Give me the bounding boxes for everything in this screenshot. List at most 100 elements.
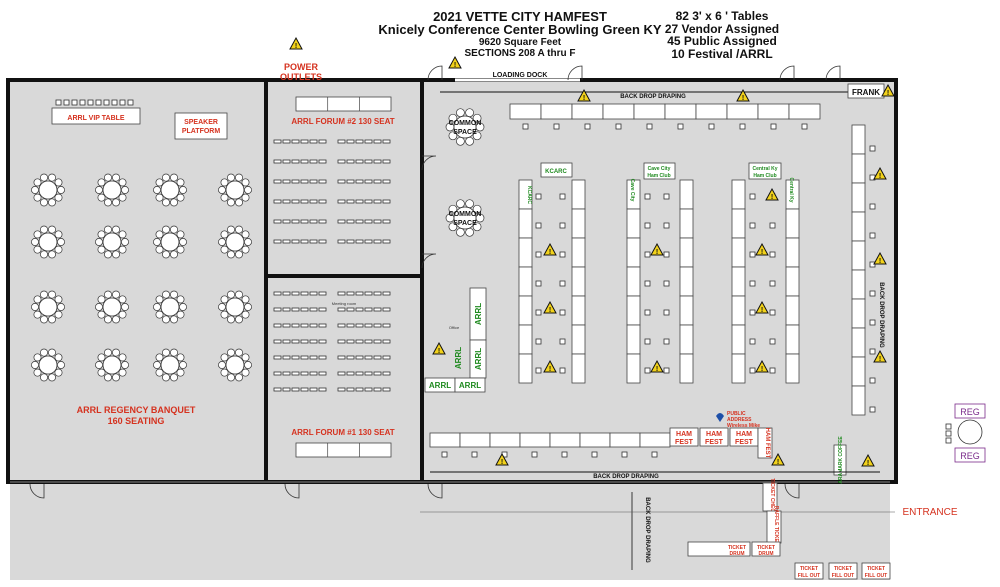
caution-triangle-icon [289,37,303,51]
aisle-column-4 [679,295,694,326]
forum-chair [373,339,382,344]
common-space-label: COMMON [449,120,482,127]
forum-chair [382,159,391,164]
chair [153,186,161,194]
chair [448,131,458,141]
aisle-column-4 [679,237,694,268]
round-table-top [102,297,122,317]
vendor-table-top [695,103,728,120]
forum-chair [382,307,391,312]
chair [40,373,48,382]
chair [31,303,39,311]
chair [179,361,187,369]
chair [472,204,482,214]
forum-chair [291,339,300,344]
chair [33,310,42,319]
chair [220,295,229,304]
forum-chair [300,371,309,376]
forum-chair [282,355,291,360]
round-table [153,173,187,207]
forum-chair [300,323,309,328]
chair [48,315,56,324]
chair [739,123,746,130]
ticket-fill-1: TICKET [834,566,852,572]
chair [663,251,670,258]
speaker-label-2: PLATFORM [182,128,221,135]
chair [615,123,622,130]
forum1-head-table [295,442,392,458]
chair [770,123,777,130]
ham-fest-label-2: FEST [705,439,724,446]
forum-chair [309,387,318,392]
chair [121,361,129,369]
chair [244,238,252,246]
chair [104,315,112,324]
vendor-table-top [602,103,635,120]
power-line-2: OUTLETS [280,72,322,82]
common-space-table [445,108,485,146]
kcarc-column [518,295,533,326]
chair [241,193,250,202]
meeting-room-label: Meeting room [332,301,357,306]
chair [663,367,670,374]
chair [54,178,63,187]
chair [227,225,235,234]
chair [31,186,39,194]
forum-chair [318,239,327,244]
forum-chair [337,239,346,244]
forum2-label: ARRL FORUM #2 130 SEAT [291,117,394,126]
round-table-top [160,297,180,317]
forum-chair [337,139,346,144]
chair [456,136,465,146]
chair [646,123,653,130]
frank-box [847,83,885,99]
chair [40,250,48,259]
chair [118,245,127,254]
chair [227,290,235,299]
chair [118,368,127,377]
forum-chair [337,307,346,312]
forum-chair [382,387,391,392]
chair [945,423,952,430]
forum-chair [309,159,318,164]
forum-chair [291,179,300,184]
forum-chair [282,387,291,392]
forum-chair [337,323,346,328]
chair [57,186,65,194]
arrl-label-4: ARRL [429,381,451,390]
aisle-column-4 [679,266,694,297]
chair [465,136,474,146]
chair [176,193,185,202]
chair [48,198,56,207]
chair [104,173,112,182]
chair [644,251,651,258]
reg-label-1: REG [960,407,980,417]
chair [663,222,670,229]
aisle-column-2 [571,179,586,210]
chair [559,193,566,200]
aisle-column-5 [731,295,746,326]
chair [40,290,48,299]
chair [472,113,482,123]
chair [244,186,252,194]
chair [769,222,776,229]
chair [644,193,651,200]
chair [162,198,170,207]
reg-box-1 [954,403,986,419]
forum-chair [382,239,391,244]
forum-chair [309,307,318,312]
chair [591,451,598,458]
chair [121,186,129,194]
chair [465,199,474,209]
chair [441,451,448,458]
forum-chair [373,199,382,204]
ticket-drum-3: TICKET [757,545,775,551]
chair [170,250,178,259]
forum-chair [355,239,364,244]
vendor-table-bottom [429,432,461,448]
forum-chair [382,355,391,360]
chair [663,280,670,287]
chair [155,230,164,239]
forum-chair [337,371,346,376]
ham-fest-box [669,427,699,447]
